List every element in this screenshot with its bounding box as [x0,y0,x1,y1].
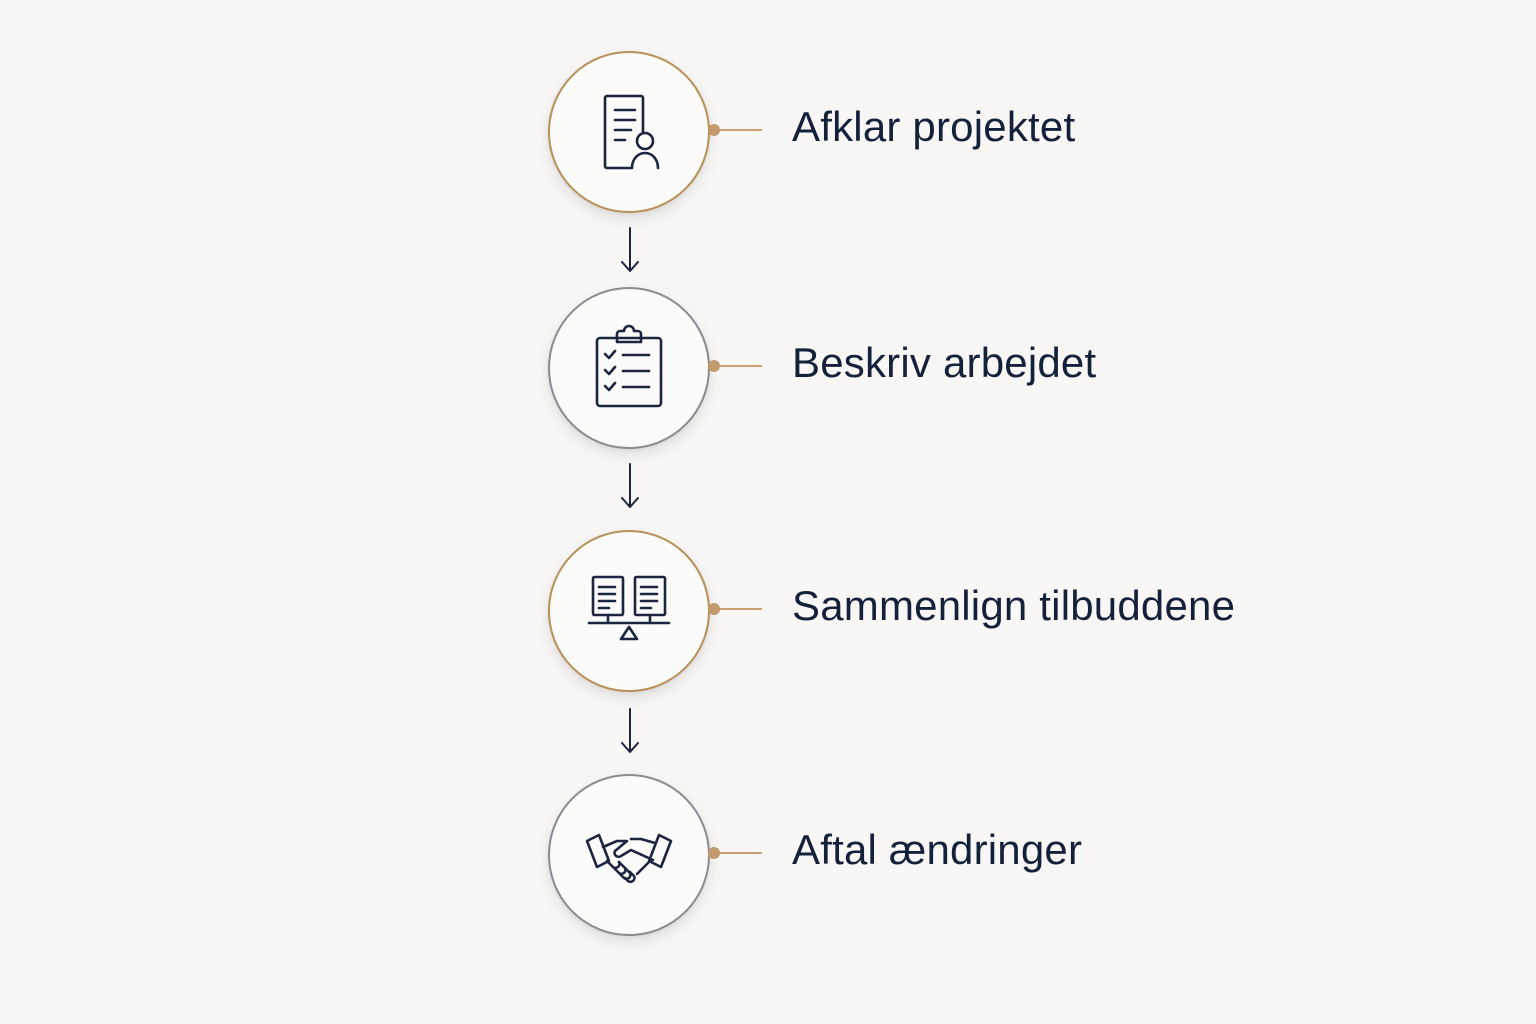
step-label: Aftal ændringer [792,826,1083,873]
step-circle [548,287,710,449]
connector-line [708,852,762,854]
compare-documents-scale-icon [587,575,671,641]
connector-line [708,608,762,610]
handshake-icon [585,833,673,884]
connector-dot [708,847,720,859]
step-circle [548,530,710,692]
connector-dot [708,603,720,615]
step-afklar-projektet: Afklar projektet [548,51,1348,213]
document-person-icon [603,94,660,170]
clipboard-checklist-icon [595,324,663,408]
step-beskriv-arbejdet: Beskriv arbejdet [548,287,1348,449]
connector-dot [708,360,720,372]
down-arrow-icon [621,463,639,508]
step-label: Afklar projektet [792,103,1076,150]
step-sammenlign-tilbuddene: Sammenlign tilbuddene [548,530,1348,692]
step-circle [548,774,710,936]
connector-line [708,365,762,367]
step-label: Beskriv arbejdet [792,339,1097,386]
connector-dot [708,124,720,136]
connector-line [708,129,762,131]
step-aftal-aendringer: Aftal ændringer [548,774,1348,936]
down-arrow-icon [621,708,639,753]
down-arrow-icon [621,227,639,272]
step-label: Sammenlign tilbuddene [792,582,1236,629]
step-circle [548,51,710,213]
